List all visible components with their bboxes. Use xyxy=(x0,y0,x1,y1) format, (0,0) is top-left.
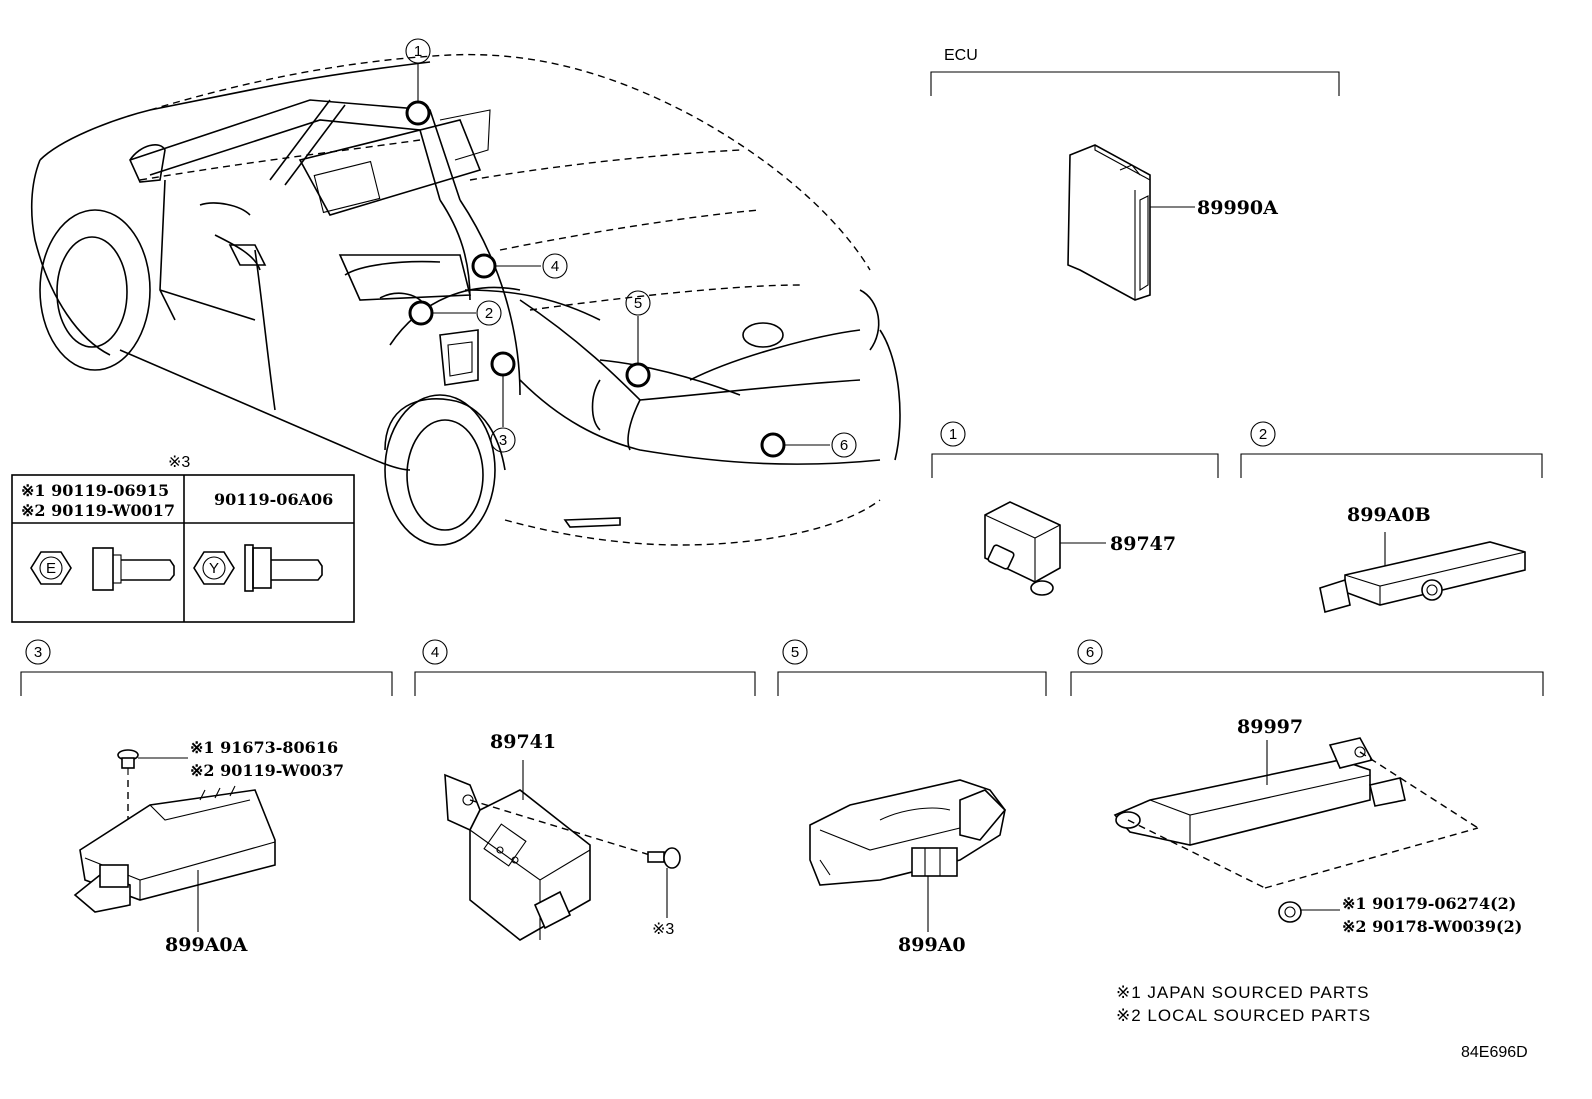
p4-fastener-ref: ※3 xyxy=(652,921,674,938)
p3-fastener-note-b: ※2 90119-W0037 xyxy=(190,761,344,780)
figure-code: 84E696D xyxy=(1461,1044,1528,1061)
car-callout-6: 6 xyxy=(831,432,857,458)
bolt-icon xyxy=(117,749,139,775)
part-5-section: 5 899A0 xyxy=(777,639,1047,956)
ecu-module-icon xyxy=(1067,144,1151,301)
hex-bolt-y-icon: Y xyxy=(193,544,323,592)
part-number-p6: 89997 xyxy=(1237,716,1303,738)
part-4-section: 4 89741 ※3 xyxy=(414,639,756,941)
table-right-header: 90119-06A06 xyxy=(214,490,333,509)
position-marker-5 xyxy=(625,362,651,388)
position-marker-6 xyxy=(760,432,786,458)
antenna-89997-icon xyxy=(1113,737,1406,846)
car-callout-1: 1 xyxy=(405,38,431,64)
sensor-899A0A-icon xyxy=(73,785,276,913)
fastener-table: ※3 ※1 90119-06915 ※2 90119-W0017 90119-0… xyxy=(11,454,355,623)
part-number-ecu: 89990A xyxy=(1197,197,1278,219)
part-1-section: 1 89747 xyxy=(931,421,1219,596)
svg-text:5: 5 xyxy=(791,644,799,661)
svg-text:3: 3 xyxy=(499,432,507,449)
table-ref-mark: ※3 xyxy=(168,454,190,471)
part-number-p3: 899A0A xyxy=(165,934,248,956)
car-callout-3: 3 xyxy=(490,427,516,453)
table-left-header-2: ※2 90119-W0017 xyxy=(21,501,175,520)
svg-text:2: 2 xyxy=(1259,426,1267,443)
position-marker-4 xyxy=(471,253,497,279)
svg-text:2: 2 xyxy=(485,305,493,322)
position-marker-2 xyxy=(408,300,434,326)
ecu-section: ECU 89990A xyxy=(930,47,1340,301)
table-left-header-1: ※1 90119-06915 xyxy=(21,481,169,500)
hex-bolt-e-icon: E xyxy=(30,547,175,591)
legend-line-2: ※2 LOCAL SOURCED PARTS xyxy=(1116,1006,1371,1025)
part-number-p5: 899A0 xyxy=(898,934,966,956)
part-number-p4: 89741 xyxy=(490,731,556,753)
svg-text:4: 4 xyxy=(431,644,439,661)
svg-text:Y: Y xyxy=(209,560,219,577)
legend: ※1 JAPAN SOURCED PARTS ※2 LOCAL SOURCED … xyxy=(1116,983,1371,1025)
svg-text:6: 6 xyxy=(840,437,848,454)
svg-text:5: 5 xyxy=(634,295,642,312)
car-illustration: 1 4 2 3 5 6 xyxy=(30,38,901,546)
svg-text:4: 4 xyxy=(551,258,559,275)
legend-line-1: ※1 JAPAN SOURCED PARTS xyxy=(1116,983,1370,1002)
svg-text:1: 1 xyxy=(414,43,422,60)
ecu-label: ECU xyxy=(944,47,978,64)
svg-text:E: E xyxy=(46,560,56,577)
part-6-section: 6 89997 ※1 90179-06274(2) ※2 90178-W0039… xyxy=(1070,639,1544,936)
part-3-section: 3 ※1 91673-80616 ※2 90119-W0037 899A0A xyxy=(20,639,393,956)
sensor-89747-icon xyxy=(984,501,1061,596)
svg-text:6: 6 xyxy=(1086,644,1094,661)
car-callout-2: 2 xyxy=(476,300,502,326)
antenna-899A0B-icon xyxy=(1319,541,1526,614)
sensor-899A0-icon xyxy=(809,779,1007,886)
part-number-p2: 899A0B xyxy=(1347,504,1431,526)
sensor-89741-icon xyxy=(444,773,591,941)
screw-icon xyxy=(647,847,681,869)
p6-fastener-note-a: ※1 90179-06274(2) xyxy=(1342,894,1516,913)
svg-text:1: 1 xyxy=(949,426,957,443)
part-number-p1: 89747 xyxy=(1110,533,1176,555)
part-2-section: 2 899A0B xyxy=(1240,421,1543,614)
p3-fastener-note-a: ※1 91673-80616 xyxy=(190,738,338,757)
position-marker-3 xyxy=(490,351,516,377)
svg-text:3: 3 xyxy=(34,644,42,661)
car-callout-4: 4 xyxy=(542,253,568,279)
car-callout-5: 5 xyxy=(625,290,651,316)
p6-fastener-note-b: ※2 90178-W0039(2) xyxy=(1342,917,1522,936)
nut-icon xyxy=(1278,901,1302,923)
position-marker-1 xyxy=(405,100,431,126)
